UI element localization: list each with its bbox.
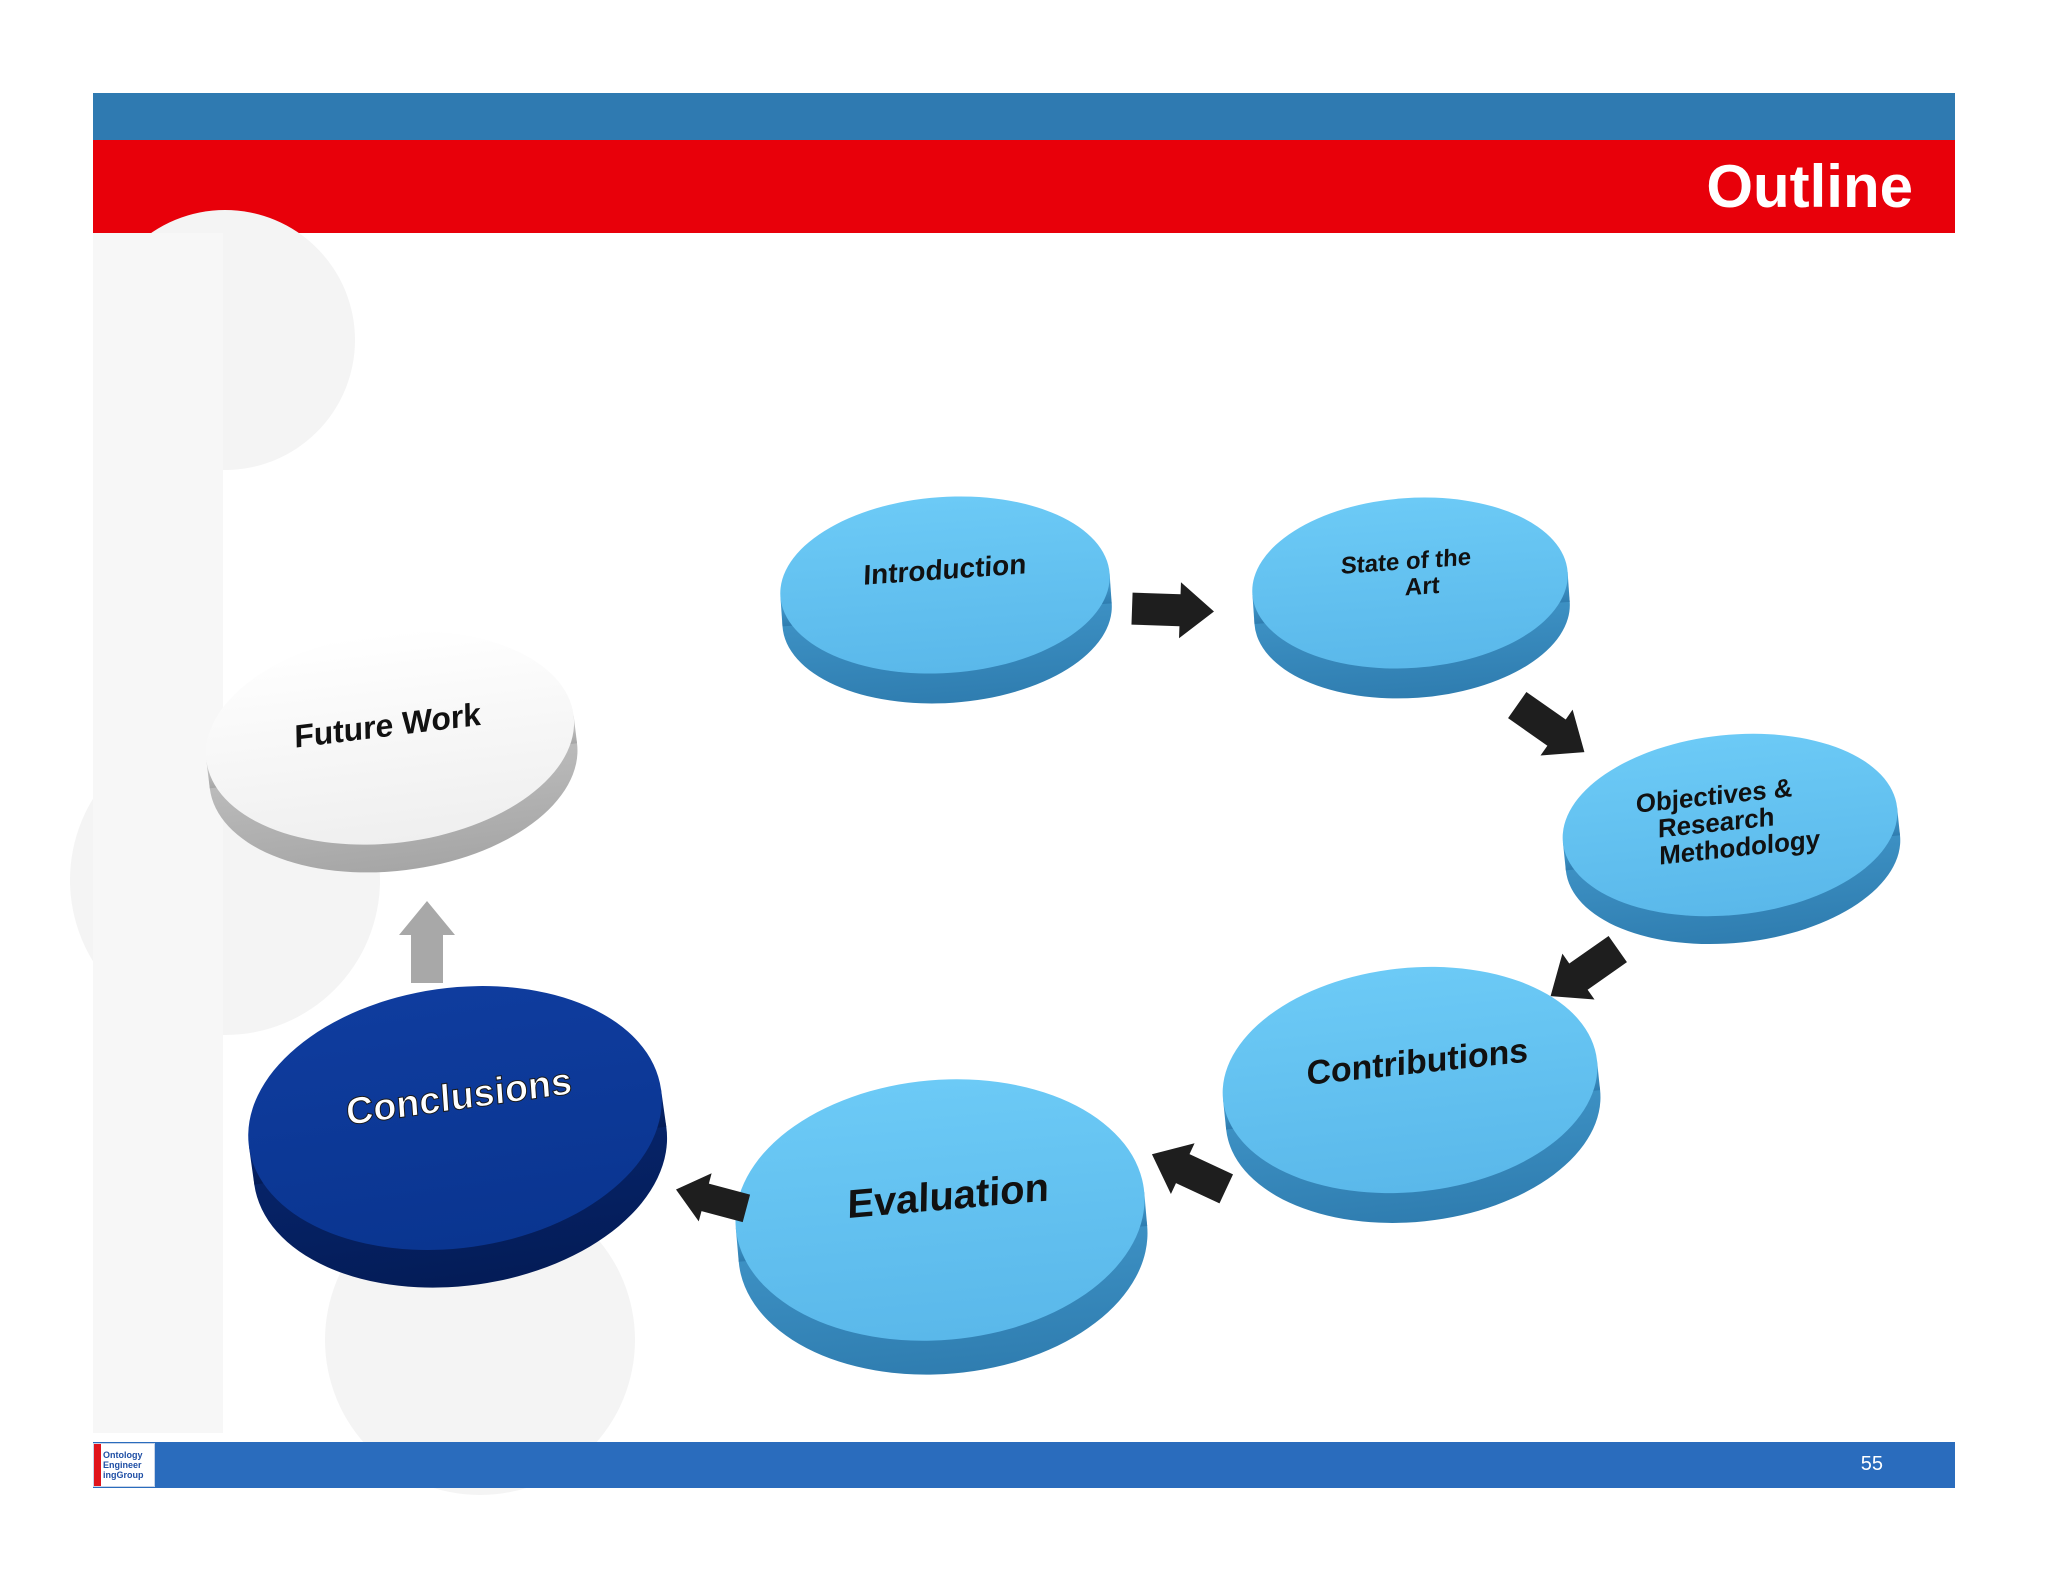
arrow-conclusions-to-future-work bbox=[399, 901, 455, 983]
logo-line-1: Ontology bbox=[103, 1450, 143, 1460]
background-decoration bbox=[70, 210, 635, 1495]
logo-mark bbox=[94, 1444, 101, 1486]
disc-introduction: Introduction bbox=[780, 496, 1112, 704]
arrow-state-to-objectives bbox=[1501, 682, 1601, 776]
svg-text:Objectives & Research: Objectives & Research Methodology bbox=[1636, 769, 1821, 873]
disc-state-of-the-art: State of the Art bbox=[1252, 497, 1570, 699]
logo-line-2: Engineer bbox=[103, 1460, 142, 1470]
disc-objectives: Objectives & Research Methodology bbox=[1562, 733, 1901, 945]
page-number: 55 bbox=[1860, 1453, 1883, 1475]
group-logo: Ontology Engineer ingGroup bbox=[93, 1443, 155, 1487]
logo-text: Ontology Engineer ingGroup bbox=[101, 1444, 144, 1486]
arrow-contributions-to-evaluation bbox=[1140, 1128, 1239, 1215]
disc-conclusions: Conclusions bbox=[248, 986, 668, 1288]
header-top-band bbox=[93, 93, 1955, 140]
footer-bar: 55 bbox=[93, 1442, 1955, 1488]
label-state-of-the-art-line2: Art bbox=[1405, 572, 1440, 601]
disc-evaluation: Evaluation bbox=[735, 1079, 1148, 1375]
disc-contributions: Contributions bbox=[1222, 966, 1601, 1223]
disc-future-work: Future Work bbox=[205, 631, 578, 873]
logo-line-3: ingGroup bbox=[103, 1470, 144, 1480]
arrow-introduction-to-state bbox=[1131, 580, 1215, 640]
slide-title: Outline bbox=[1706, 153, 1913, 220]
header-title-band: Outline bbox=[93, 140, 1955, 233]
